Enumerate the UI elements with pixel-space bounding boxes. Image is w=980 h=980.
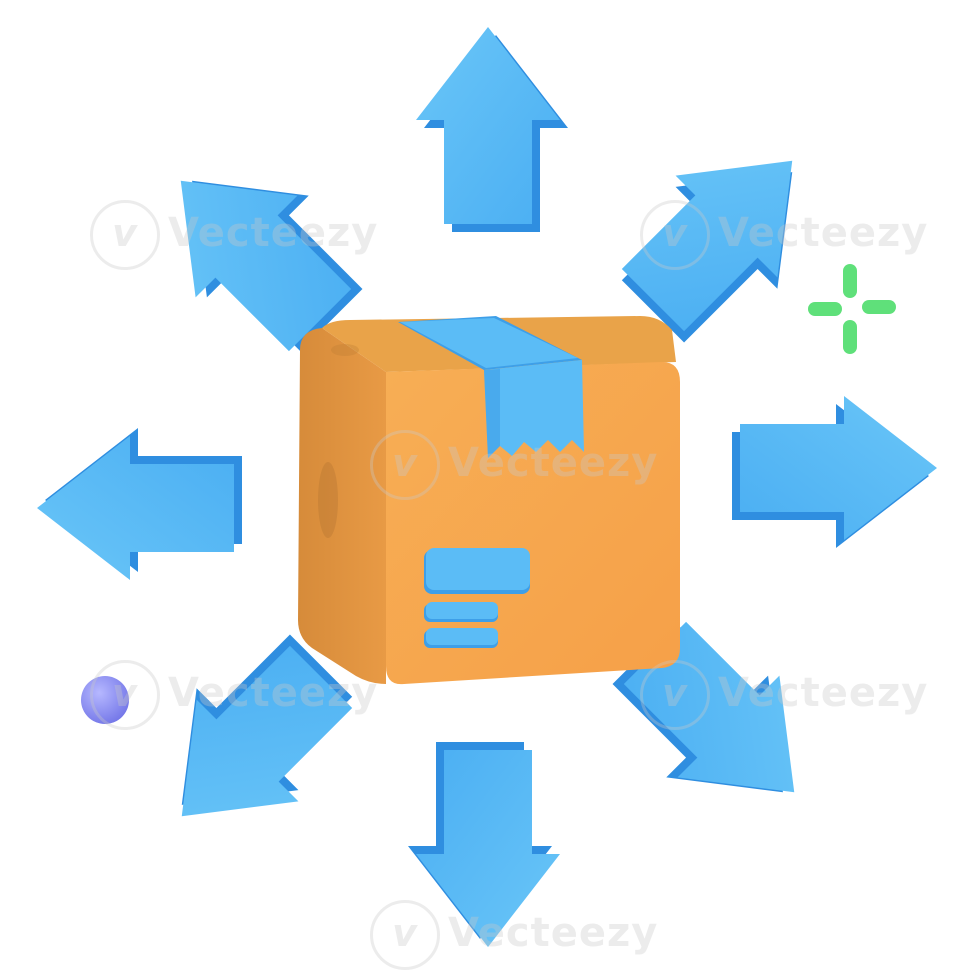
shipping-label-icon (424, 548, 530, 648)
tape-front (484, 360, 584, 458)
arrow-right-icon (732, 396, 937, 548)
arrow-down-icon (408, 742, 560, 947)
sphere-icon (81, 676, 129, 724)
arrow-up-icon (416, 27, 568, 232)
sparkle-icon (808, 264, 896, 354)
arrow-left-icon (37, 428, 242, 580)
cardboard-box-icon (298, 316, 680, 685)
